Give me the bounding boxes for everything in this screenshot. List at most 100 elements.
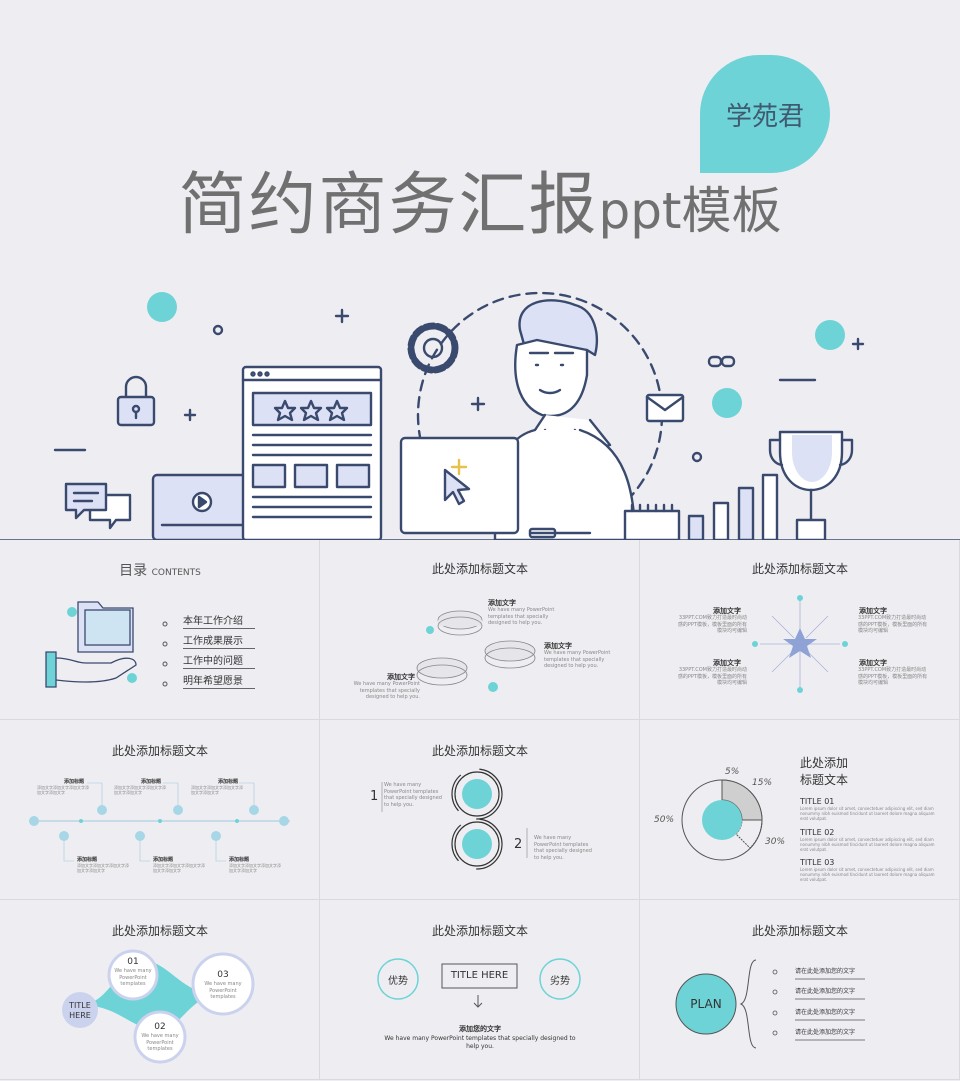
star-desc-1: 33PPT.COM致力打造最时尚动感的PPT模板，模板里面的所有模块均可编辑 — [677, 615, 747, 634]
slide-grid: 目录 CONTENTS 本年工作介绍 工作成果展示 工作中的问题 明年希望愿景 … — [0, 540, 960, 1081]
pie-item-title-1: TITLE 01 — [800, 797, 835, 806]
timeline-desc-1: 添加文字添加文字添加文字添加文字添加文字 — [37, 785, 89, 796]
slide-contents[interactable]: 目录 CONTENTS 本年工作介绍 工作成果展示 工作中的问题 明年希望愿景 — [0, 540, 320, 720]
star-label-3: 添加文字 — [859, 607, 887, 615]
pros-cons-desc: We have many PowerPoint templates that s… — [384, 1035, 576, 1050]
timeline-desc-3: 添加文字添加文字添加文字添加文字添加文字 — [191, 785, 243, 796]
timeline-label-2: 添加标题 — [141, 779, 162, 785]
step-number-1: 1 — [370, 789, 379, 804]
slide-connected-circles[interactable]: 此处添加标题文本 TITLE HERE 01 We have many Powe… — [0, 900, 320, 1080]
star-label-4: 添加文字 — [859, 659, 887, 667]
star-icon — [299, 399, 323, 422]
plan-item-4: 请在此处添加您的文字 — [795, 1029, 856, 1036]
timeline-label-5: 添加标题 — [153, 857, 174, 863]
timeline-label-4: 添加标题 — [77, 857, 98, 863]
pie-title-line2: 标题文本 — [800, 772, 849, 787]
webpage-icon — [241, 365, 383, 540]
plan-illustration — [675, 959, 865, 1049]
pie-illustration — [681, 779, 763, 861]
disc-desc-1: We have many PowerPoint templates that s… — [488, 607, 555, 626]
timeline-label-6: 添加标题 — [229, 857, 250, 863]
slide-plan[interactable]: 此处添加标题文本 PLAN 请在此处添加您的文字 请在此处添加您的文字 请在此处… — [640, 900, 960, 1080]
step-desc-1: We have many PowerPoint templates that s… — [384, 782, 442, 808]
slide-title: 此处添加标题文本 — [751, 924, 848, 938]
pie-item-title-3: TITLE 03 — [800, 858, 835, 867]
calendar-icon — [623, 509, 681, 540]
slide-timeline[interactable]: 此处添加标题文本 添加标题 添加文字添加文字添加文字添加文字添加文字 添加标题 … — [0, 720, 320, 900]
step-number-2: 2 — [514, 837, 523, 852]
slide-star[interactable]: 此处添加标题文本 添加文字 33PPT.COM致力打造最时尚动感的PPT模板，模… — [640, 540, 960, 720]
badge-text: 学苑君 — [725, 101, 804, 132]
slide-title: 此处添加标题文本 — [111, 744, 208, 758]
plan-item-3: 请在此处添加您的文字 — [795, 1009, 856, 1016]
pie-item-title-2: TITLE 02 — [800, 828, 835, 837]
star-desc-2: 33PPT.COM致力打造最时尚动感的PPT模板，模板里面的所有模块均可编辑 — [677, 667, 747, 686]
timeline-label-3: 添加标题 — [218, 779, 239, 785]
timeline-desc-6: 添加文字添加文字添加文字添加文字添加文字 — [229, 863, 281, 874]
hero-illustration — [0, 291, 960, 540]
step-desc-2: We have many PowerPoint templates that s… — [534, 835, 592, 861]
star-desc-4: 33PPT.COM致力打造最时尚动感的PPT模板，模板里面的所有模块均可编辑 — [858, 667, 928, 686]
contents-item-1[interactable]: 本年工作介绍 — [183, 612, 255, 629]
slide-title: 此处添加标题文本 — [111, 924, 208, 938]
center-title: TITLE HERE — [69, 1001, 91, 1021]
circle-desc-1: We have many PowerPoint templates — [114, 968, 152, 987]
circle-desc-3: We have many PowerPoint templates — [204, 981, 242, 1000]
disc-label-1: 添加文字 — [488, 599, 516, 607]
trophy-icon — [768, 430, 854, 540]
main-title-suffix: ppt模板 — [598, 182, 782, 240]
slide-title: 此处添加标题文本 — [431, 924, 528, 938]
folder-hand-illustration — [45, 601, 168, 688]
contents-title: 目录 — [119, 563, 148, 579]
laptop-icon — [399, 436, 592, 539]
star-icon — [783, 628, 817, 658]
pros-cons-illustration — [377, 958, 581, 1008]
disc-label-2: 添加文字 — [544, 642, 572, 650]
disc-desc-2: We have many PowerPoint templates that s… — [544, 650, 611, 669]
star-label-2: 添加文字 — [713, 659, 741, 667]
slide-title: 此处添加标题文本 — [431, 562, 528, 576]
deco-dot-icon — [147, 292, 177, 322]
slide-title: 目录 CONTENTS — [0, 560, 320, 580]
pie-title: 此处添加标题文本 — [800, 755, 848, 789]
pie-label-30: 30% — [765, 837, 786, 847]
timeline-desc-2: 添加文字添加文字添加文字添加文字添加文字 — [114, 785, 166, 796]
circle-desc-2: We have many PowerPoint templates — [141, 1033, 179, 1052]
slide-title: 此处添加标题文本 — [751, 562, 848, 576]
circle-number-2: 02 — [154, 1022, 166, 1032]
pie-item-desc-2: Lorem ipsum dolor sit amet, consectetuer… — [800, 837, 935, 853]
star-burst-illustration — [752, 595, 848, 693]
pros-cons-label: 添加您的文字 — [459, 1025, 501, 1033]
timeline-illustration — [29, 782, 290, 862]
pie-label-50: 50% — [654, 815, 675, 825]
disc-label-3: 添加文字 — [387, 673, 415, 681]
contents-item-2[interactable]: 工作成果展示 — [183, 632, 255, 649]
star-desc-3: 33PPT.COM致力打造最时尚动感的PPT模板，模板里面的所有模块均可编辑 — [858, 615, 928, 634]
pie-label-15: 15% — [752, 778, 773, 788]
slide-discs[interactable]: 此处添加标题文本 添加文字 We have many PowerPoint te… — [320, 540, 640, 720]
pie-label-5: 5% — [725, 767, 740, 777]
contents-item-4[interactable]: 明年希望愿景 — [183, 672, 255, 689]
main-title-text: 简约商务汇报 — [178, 166, 599, 245]
timeline-label-1: 添加标题 — [64, 779, 85, 785]
slide-title: 此处添加标题文本 — [431, 744, 528, 758]
star-icon — [273, 399, 297, 422]
pie-item-desc-1: Lorem ipsum dolor sit amet, consectetuer… — [800, 806, 935, 822]
gear-icon — [407, 322, 459, 374]
slide-two-circles[interactable]: 此处添加标题文本 1 We have many PowerPoint templ… — [320, 720, 640, 900]
contents-item-3[interactable]: 工作中的问题 — [183, 652, 255, 669]
bar-chart-icon — [687, 473, 779, 540]
pie-title-line1: 此处添加 — [800, 756, 849, 770]
circles-illustration — [381, 768, 528, 870]
chat-icon — [64, 482, 132, 530]
badge-bubble — [700, 55, 830, 173]
slide-pros-cons[interactable]: 此处添加标题文本 优势 TITLE HERE 劣势 添加您的文字 We have… — [320, 900, 640, 1080]
lock-icon — [116, 375, 156, 427]
center-box-label: TITLE HERE — [450, 970, 509, 981]
cons-label: 劣势 — [550, 976, 570, 987]
slide-pie[interactable]: 5% 15% 50% 30% 此处添加标题文本 TITLE 01 Lorem i… — [640, 720, 960, 900]
plan-item-2: 请在此处添加您的文字 — [795, 988, 856, 995]
timeline-desc-4: 添加文字添加文字添加文字添加文字添加文字 — [77, 863, 129, 874]
pros-label: 优势 — [388, 976, 408, 987]
star-icon — [325, 399, 349, 422]
